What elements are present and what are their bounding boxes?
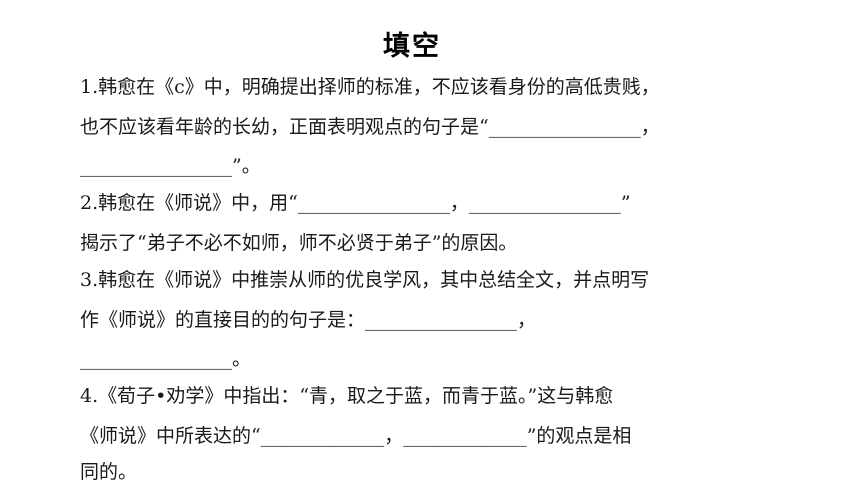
question-4-line-2: 《师说》中所表达的“_____________，_____________”的观…: [80, 425, 632, 447]
question-2-line-1: 2.韩愈在《师说》中，用“________________，__________…: [80, 192, 631, 214]
question-2-line-2: 揭示了“弟子不必不如师，师不必贤于弟子”的原因。: [80, 232, 518, 254]
question-4-line-3: 同的。: [80, 461, 138, 483]
page-title: 填空: [383, 31, 441, 62]
question-3-line-1: 3.韩愈在《师说》中推崇从师的优良学风，其中总结全文，并点明写: [80, 269, 650, 291]
question-3-line-2: 作《师说》的直接目的的句子是：________________，: [80, 309, 537, 331]
question-1-line-2: 也不应该看年龄的长幼，正面表明观点的句子是“________________，: [80, 116, 660, 138]
question-4-line-1: 4.《荀子•劝学》中指出：“青，取之于蓝，而青于蓝。”这与韩愈: [80, 385, 614, 407]
question-3-line-3: ________________。: [80, 348, 252, 370]
question-1-line-1: 1.韩愈在《c》中，明确提出择师的标准，不应该看身份的高低贵贱，: [80, 76, 660, 98]
question-1-line-3: ________________”。: [80, 155, 261, 177]
